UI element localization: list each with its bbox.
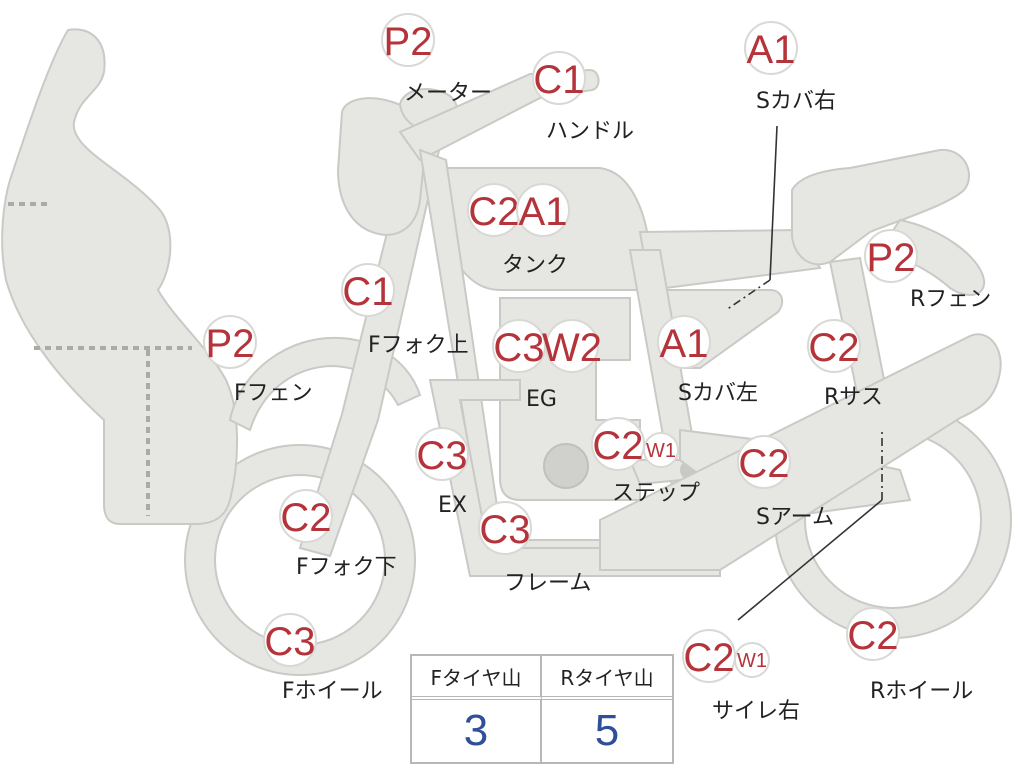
badge-step-grade-text: C2 [592,424,643,468]
label-silencer-right: サイレ右 [712,699,800,724]
badge-meter: P2 [381,13,435,67]
tail-cowl-shape [791,148,970,266]
badge-f-fender: P2 [203,315,257,369]
badge-tank-alt-text: A1 [519,190,568,234]
badge-eg-alt: W2 [542,319,602,373]
badge-step-alt: W1 [643,432,679,468]
badge-handle: C1 [532,51,586,105]
label-r-wheel: Rホイール [870,679,973,704]
badge-step-grade: C2 [591,417,645,471]
front-wheel-outline-outer [184,444,416,676]
badge-silencer-grade-text: C2 [683,636,734,680]
badge-r-fender-text: P2 [867,236,916,280]
grade-badges: P2 C1 A1 C2 A1 P2 C1 P2 [203,13,918,683]
badge-step-alt-text: W1 [646,440,676,462]
front-tire-tread-value: 3 [412,700,542,762]
badge-tank-grade-text: C2 [468,190,519,234]
label-frame: フレーム [504,571,591,596]
label-s-cover-right: Sカバ右 [756,89,836,114]
badge-silencer-alt: W1 [734,642,770,678]
label-r-sus: Rサス [824,385,883,410]
badge-eg-grade-text: C3 [493,326,544,370]
rear-tire-tread-value: 5 [594,706,620,755]
badge-silencer-alt-text: W1 [737,650,767,672]
badge-meter-text: P2 [384,20,433,64]
badge-s-cover-left: A1 [657,315,711,369]
badge-r-fender: P2 [864,229,918,283]
badge-f-fork-lower-text: C2 [280,496,331,540]
label-f-fork-lower: Fフォク下 [296,555,397,580]
tire-tread-table: Fタイヤ山 Rタイヤ山 3 5 [410,654,674,764]
badge-r-sus: C2 [807,319,861,373]
badge-frame-text: C3 [479,508,530,552]
badge-f-fork-lower: C2 [279,489,333,543]
badge-eg-alt-text: W2 [542,326,602,370]
leader-line-s-cover-right [769,125,778,281]
label-f-wheel: Fホイール [282,679,383,704]
engine-cover-shape [543,443,589,489]
badge-ex-text: C3 [416,434,467,478]
label-f-fork-upper: Fフォク上 [368,333,469,358]
leader-lines [725,125,883,621]
label-eg: EG [526,387,557,412]
rear-tire-tread-header: Rタイヤ山 [542,656,672,700]
badge-tank-alt: A1 [516,183,570,237]
badge-f-fork-upper-text: C1 [342,270,393,314]
badge-frame: C3 [478,501,532,555]
label-tank: タンク [502,253,568,278]
leader-line-silencer-right [737,499,883,621]
badge-f-fork-upper: C1 [341,263,395,317]
label-s-cover-left: Sカバ左 [678,381,758,406]
badge-s-arm: C2 [737,435,791,489]
badge-handle-text: C1 [533,58,584,102]
badge-s-cover-left-text: A1 [660,322,709,366]
front-tire-tread-header: Fタイヤ山 [412,656,542,700]
badge-s-cover-right: A1 [744,21,798,75]
front-cowl-shape [1,28,239,525]
badge-ex: C3 [415,427,469,481]
badge-f-wheel: C3 [263,613,317,667]
badge-f-wheel-text: C3 [264,620,315,664]
badge-s-arm-text: C2 [738,442,789,486]
badge-r-wheel: C2 [846,607,900,661]
label-f-fender: Fフェン [234,381,313,406]
label-meter: メーター [404,81,492,106]
badge-s-cover-right-text: A1 [747,28,796,72]
badge-tank-grade: C2 [467,183,521,237]
badge-r-wheel-text: C2 [847,614,898,658]
badge-eg-grade: C3 [492,319,546,373]
silencer-shape [599,333,1002,571]
part-labels: メーター ハンドル Sカバ右 タンク Rフェン Fフォク上 Fフェン EG Sカ… [234,81,991,724]
badge-f-fender-text: P2 [206,322,255,366]
label-ex: EX [438,493,467,518]
badge-silencer-grade: C2 [682,629,736,683]
label-s-arm: Sアーム [756,505,834,530]
label-r-fender: Rフェン [910,287,991,312]
label-handle: ハンドル [546,119,634,144]
label-step: ステップ [612,481,700,506]
badge-r-sus-text: C2 [808,326,859,370]
